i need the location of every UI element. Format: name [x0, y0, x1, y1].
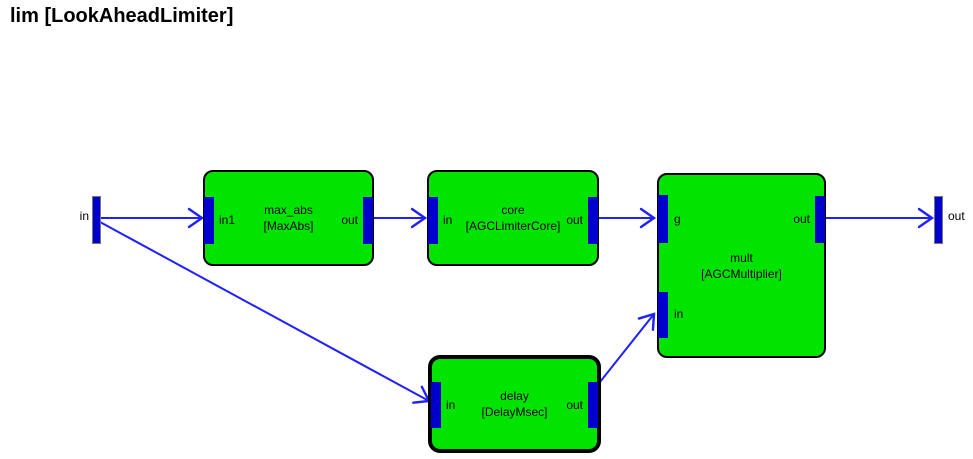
block-mult-title: mult [AGCMultiplier]	[659, 175, 824, 356]
port-max-abs-out-tab	[363, 197, 373, 244]
block-max-abs[interactable]: max_abs [MaxAbs] in1 out	[203, 170, 374, 266]
port-core-in-label: in	[443, 213, 453, 227]
port-delay-out-label: out	[566, 398, 583, 412]
block-max-abs-type: [MaxAbs]	[263, 219, 314, 233]
port-mult-out-label: out	[793, 212, 810, 226]
block-delay-name: delay	[500, 389, 529, 403]
port-delay-in-label: in	[446, 398, 456, 412]
port-core-out-tab	[588, 197, 598, 244]
block-mult-name: mult	[730, 250, 753, 265]
port-delay-in-tab	[431, 382, 441, 428]
block-core[interactable]: core [AGCLimiterCore] in out	[427, 170, 599, 266]
block-core-type: [AGCLimiterCore]	[465, 219, 561, 233]
port-mult-in-tab	[658, 292, 668, 338]
input-terminal-bar	[92, 196, 101, 244]
wire-delay-to-mult-in	[595, 312, 656, 388]
port-delay-out-tab	[588, 382, 598, 428]
block-core-name: core	[501, 203, 525, 217]
input-terminal-label: in	[79, 209, 89, 223]
port-max-abs-in-label: in1	[219, 213, 236, 227]
output-terminal-bar	[934, 196, 943, 244]
diagram-title: lim [LookAheadLimiter]	[10, 5, 234, 27]
port-mult-g-label: g	[674, 212, 681, 226]
block-mult-type: [AGCMultiplier]	[701, 266, 782, 281]
block-delay[interactable]: delay [DelayMsec] in out	[428, 355, 601, 453]
port-mult-g-tab	[658, 195, 668, 243]
block-delay-type: [DelayMsec]	[481, 405, 548, 419]
port-mult-out-tab	[815, 196, 825, 243]
wire-input-to-delay	[99, 221, 431, 404]
port-core-out-label: out	[566, 213, 583, 227]
port-mult-in-label: in	[674, 307, 684, 321]
block-max-abs-name: max_abs	[264, 203, 313, 217]
port-max-abs-in-tab	[204, 197, 214, 244]
output-terminal-label: out	[948, 209, 965, 223]
port-max-abs-out-label: out	[341, 213, 358, 227]
port-core-in-tab	[428, 197, 438, 244]
block-mult[interactable]: mult [AGCMultiplier] g in out	[657, 173, 826, 358]
